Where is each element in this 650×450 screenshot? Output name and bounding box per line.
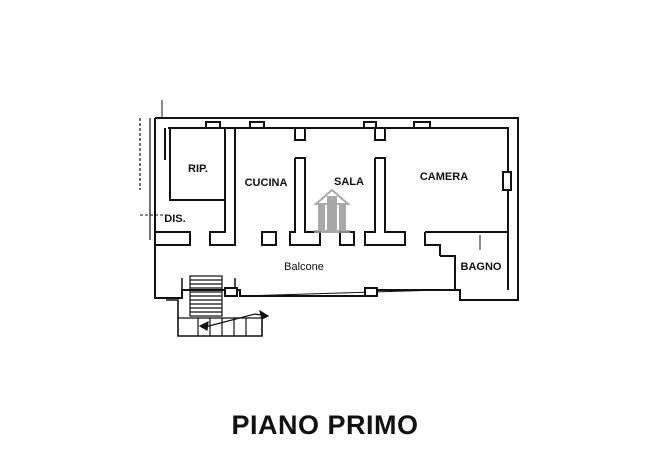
staircase <box>166 275 270 337</box>
room-label-camera: CAMERA <box>420 171 468 183</box>
building-watermark-icon <box>313 188 351 233</box>
room-label-cucina: CUCINA <box>245 177 288 189</box>
plan-title: PIANO PRIMO <box>231 410 419 440</box>
room-label-balcone: Balcone <box>284 261 324 273</box>
room-label-dis: DIS. <box>164 213 185 225</box>
interior-walls <box>140 121 512 297</box>
room-label-sala: SALA <box>334 176 364 188</box>
room-label-bagno: BAGNO <box>461 261 502 273</box>
room-label-rip: RIP. <box>188 163 208 175</box>
